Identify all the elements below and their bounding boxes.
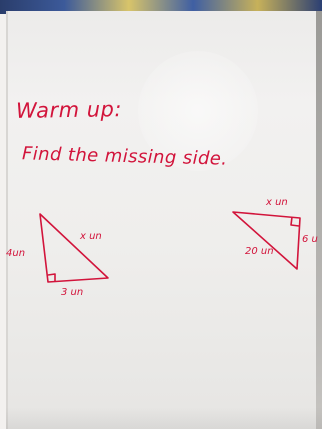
label-left-side: 4un xyxy=(6,248,26,259)
label-right-hypotenuse: 20 un xyxy=(245,246,274,257)
left-triangle xyxy=(39,213,109,283)
whiteboard-frame-edge xyxy=(316,11,322,429)
label-left-hypotenuse: x un xyxy=(80,231,102,242)
label-top-side: x un xyxy=(266,197,288,208)
right-triangle xyxy=(232,211,301,270)
bulletin-border-strip xyxy=(0,0,322,14)
bottom-shadow xyxy=(6,407,322,429)
right-right-angle-mark xyxy=(290,216,300,227)
label-bottom-side: 3 un xyxy=(61,287,84,298)
left-right-angle-mark xyxy=(47,273,56,281)
label-right-side: 6 u xyxy=(302,234,318,245)
right-triangle-outline xyxy=(232,211,301,270)
left-triangle-outline xyxy=(39,213,109,283)
